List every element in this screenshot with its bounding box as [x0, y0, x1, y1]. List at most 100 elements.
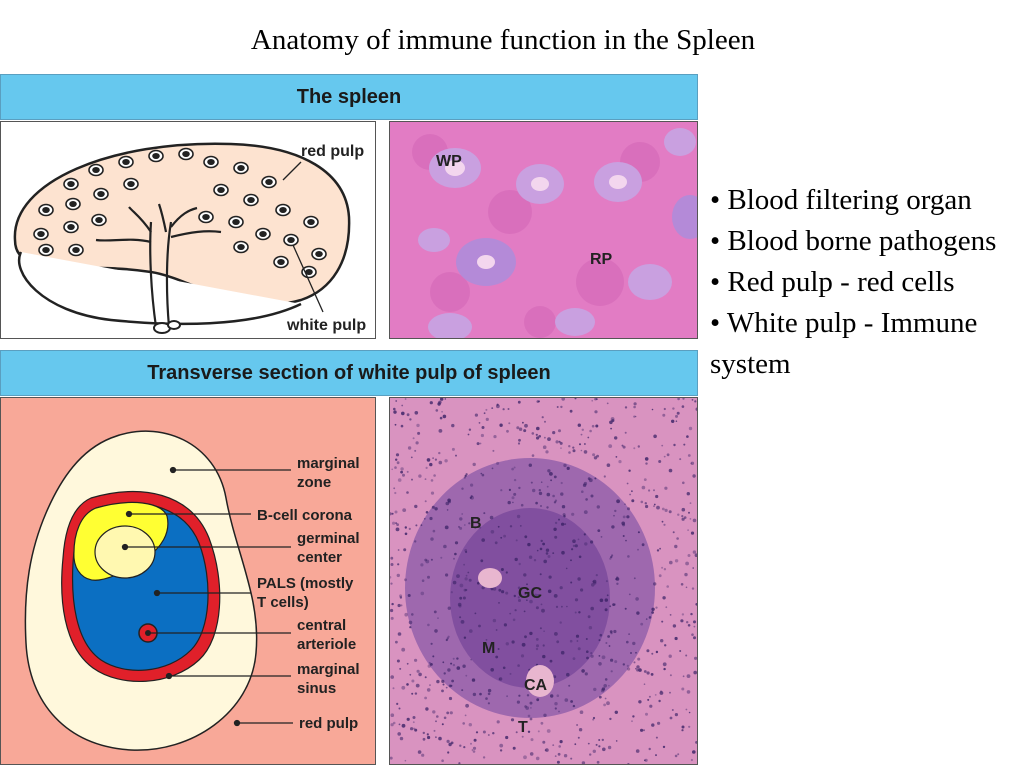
cell-dot [655, 606, 658, 609]
cell-dot [614, 710, 618, 714]
cell-dot [622, 663, 625, 666]
cell-dot [414, 692, 418, 695]
cell-dot [443, 544, 447, 549]
cell-dot [568, 451, 571, 454]
cell-dot [656, 549, 660, 552]
cell-dot [544, 420, 546, 423]
cell-dot [536, 400, 540, 403]
cell-dot [520, 654, 525, 658]
cell-dot [561, 550, 565, 555]
cell-dot [524, 705, 527, 708]
cell-dot [482, 756, 486, 759]
cell-dot [663, 667, 666, 671]
cell-dot [577, 647, 581, 651]
cell-dot [571, 548, 574, 551]
cell-dot [653, 505, 655, 508]
label-central-arteriole-2: arteriole [297, 636, 356, 653]
cell-dot [535, 433, 538, 436]
cell-dot [398, 723, 401, 726]
cell-dot [676, 411, 680, 415]
cell-dot [684, 572, 688, 577]
white-pulp-follicles [418, 128, 697, 338]
label-red-pulp: red pulp [301, 143, 364, 160]
cell-dot [507, 500, 511, 505]
cell-dot [674, 636, 678, 641]
cell-dot [564, 698, 569, 702]
cell-dot [447, 635, 450, 638]
cell-dot [590, 652, 593, 655]
cell-dot [420, 591, 425, 596]
cell-dot [688, 711, 691, 714]
cell-dot [535, 756, 540, 761]
cell-dot [407, 594, 411, 597]
cell-dot [414, 411, 419, 415]
cell-dot [570, 700, 573, 703]
cell-dot [480, 433, 484, 438]
cell-dot [401, 411, 405, 416]
cell-dot [601, 687, 606, 691]
white-pulp-nodule-core [237, 244, 245, 251]
cell-dot [683, 443, 686, 446]
cell-dot [471, 678, 476, 682]
cell-dot [566, 605, 568, 608]
cell-dot [425, 707, 429, 711]
cell-dot [644, 502, 647, 505]
cell-dot [554, 707, 557, 710]
cell-dot [491, 467, 494, 470]
cell-dot [653, 434, 657, 439]
cell-dot [434, 629, 438, 633]
cell-dot [626, 664, 629, 667]
cell-dot [527, 730, 531, 733]
cell-dot [505, 735, 509, 740]
cell-dot [542, 445, 547, 449]
cell-dot [395, 400, 398, 402]
cell-dot [641, 485, 646, 490]
cell-dot [441, 410, 443, 413]
cell-dot [578, 728, 583, 732]
cell-dot [451, 679, 454, 683]
cell-dot [446, 739, 450, 743]
cell-dot [563, 754, 568, 758]
cell-dot [644, 759, 646, 762]
cell-dot [526, 599, 528, 601]
cell-dot [460, 620, 465, 624]
cell-dot [397, 549, 400, 551]
cell-dot [648, 747, 651, 751]
cell-dot [396, 702, 399, 705]
cell-dot [529, 599, 533, 604]
cell-dot [408, 620, 413, 625]
cell-dot [633, 415, 636, 418]
label-red-pulp-2: red pulp [299, 715, 358, 732]
cell-dot [658, 460, 662, 463]
bullet-item: • White pulp - Immune system [710, 307, 978, 380]
cell-dot [624, 607, 627, 610]
cell-dot [644, 457, 649, 461]
cell-dot [445, 638, 448, 642]
label-marginal-zone-1: marginal [297, 455, 360, 472]
cell-dot [406, 470, 409, 473]
cell-dot [659, 547, 661, 550]
cell-dot [636, 611, 640, 615]
cell-dot [564, 523, 567, 526]
cell-dot [690, 531, 695, 535]
cell-dot [672, 407, 675, 410]
cell-dot [518, 486, 521, 490]
cell-dot [461, 487, 464, 490]
cell-dot [687, 454, 691, 457]
spleen-micrograph: WP RP [390, 122, 697, 338]
white-pulp-nodule-core [122, 158, 130, 165]
cell-dot [592, 716, 596, 720]
spleen-header: The spleen [0, 74, 698, 120]
cell-dot [517, 596, 520, 599]
cell-dot [594, 477, 597, 480]
cell-dot [390, 563, 394, 566]
cell-dot [683, 516, 687, 519]
cell-dot [448, 696, 453, 701]
label-germinal-center-2: center [297, 549, 342, 566]
cell-dot [566, 672, 570, 677]
cell-dot [611, 554, 614, 557]
cell-dot [651, 607, 655, 611]
label-t: T [518, 719, 528, 736]
cell-dot [411, 478, 413, 481]
cell-dot [693, 625, 696, 628]
